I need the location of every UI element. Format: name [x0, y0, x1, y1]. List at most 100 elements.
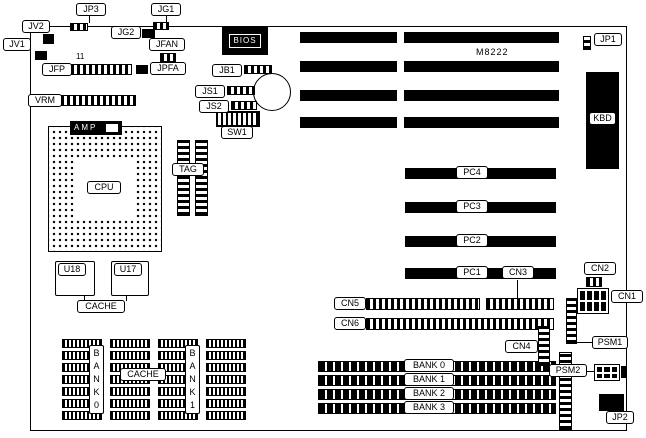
jpfa-header [136, 65, 148, 74]
pin [601, 291, 606, 300]
cache-chip [110, 387, 150, 396]
label-psm1: PSM1 [592, 336, 628, 349]
label-jpfa: JPFA [150, 62, 186, 75]
cache-chip [62, 339, 102, 348]
label-pc2: PC2 [456, 234, 488, 247]
label-psm2: PSM2 [549, 364, 587, 377]
label-js1: JS1 [195, 85, 225, 98]
cache-chip [62, 411, 102, 420]
label-bank1-vertical: B A N K 1 [185, 345, 200, 414]
amp-notch [106, 124, 118, 132]
label-u17: U17 [114, 263, 142, 276]
cache-chip [110, 339, 150, 348]
isa-slot-segment [404, 90, 559, 101]
cache-chip [206, 375, 246, 384]
label-cn4: CN4 [505, 340, 538, 353]
jb1-header [244, 65, 272, 74]
cn2-header [586, 277, 602, 287]
pin [587, 291, 592, 300]
battery [253, 73, 291, 111]
leader-line-psm1 [577, 342, 592, 343]
cn3-header [486, 298, 554, 310]
label-bank1: BANK 1 [404, 373, 454, 386]
pin [587, 302, 592, 311]
pin1-number: 11 [76, 52, 85, 61]
leader-line-cache [84, 296, 85, 301]
jv2-header [43, 34, 54, 44]
jg2-header [142, 29, 155, 38]
label-jp2: JP2 [606, 411, 634, 424]
label-pc1: PC1 [456, 266, 488, 279]
label-bank0-vertical: B A N K 0 [89, 345, 104, 414]
label-cn2: CN2 [584, 262, 616, 275]
jg1-header [153, 22, 169, 30]
leader-line-jg1 [166, 16, 167, 22]
cache-chip [110, 411, 150, 420]
label-pc3: PC3 [456, 200, 488, 213]
isa-slot-segment [300, 90, 397, 101]
pin [611, 373, 617, 378]
pin [597, 373, 603, 378]
pin [580, 291, 585, 300]
isa-slot-segment [300, 117, 397, 128]
board-model: M8222 [476, 47, 509, 57]
js2-header [231, 101, 257, 110]
tag-chip [177, 140, 190, 216]
jfp-header [70, 64, 132, 75]
label-jp1: JP1 [594, 33, 622, 46]
label-cpu: CPU [87, 181, 121, 194]
cache-chip-array-bank1 [158, 339, 246, 420]
label-cn1: CN1 [611, 290, 643, 303]
label-u18: U18 [58, 263, 86, 276]
leader-line-psm2 [587, 371, 594, 372]
label-js2: JS2 [199, 100, 229, 113]
leader-line-cn3 [517, 280, 518, 298]
isa-slot-segment [404, 117, 559, 128]
cache-chip [158, 339, 198, 348]
label-jb1: JB1 [212, 64, 242, 77]
isa-slot-segment [404, 32, 559, 43]
isa-slot-segment [300, 61, 397, 72]
label-jfp: JFP [42, 63, 72, 76]
label-kbd: KBD [589, 112, 616, 125]
bios-chip: BIOS [222, 27, 268, 55]
label-cn3: CN3 [502, 266, 534, 279]
label-jfan: JFAN [149, 38, 185, 51]
isa-slot-segment [300, 32, 397, 43]
jv1-header [35, 51, 47, 60]
pin [601, 302, 606, 311]
vrm-connector [60, 95, 136, 106]
cache-chip [206, 411, 246, 420]
tag-chip [195, 140, 208, 216]
label-jg1: JG1 [151, 3, 181, 16]
psm2-pin-block [621, 366, 627, 378]
sw1-dip-switch [216, 111, 260, 127]
cache-chip [206, 339, 246, 348]
cn1-header [577, 288, 609, 314]
isa-slot-segment [404, 61, 559, 72]
pin [580, 302, 585, 311]
label-vrm: VRM [28, 94, 62, 107]
jfan-header [160, 53, 176, 62]
label-bank2: BANK 2 [404, 387, 454, 400]
pin [604, 373, 610, 378]
cn4-header [538, 326, 550, 366]
cache-chip [206, 387, 246, 396]
cache-chip [110, 351, 150, 360]
label-sw1: SW1 [221, 126, 253, 139]
label-jv2: JV2 [22, 20, 50, 33]
jp2-component [599, 394, 624, 411]
label-tag: TAG [172, 163, 204, 176]
cache-chip [206, 351, 246, 360]
label-cn5: CN5 [334, 297, 366, 310]
cache-chip [158, 411, 198, 420]
label-bank0: BANK 0 [404, 359, 454, 372]
label-cn6: CN6 [334, 317, 366, 330]
label-jv1: JV1 [3, 38, 31, 51]
psm2-header [594, 364, 620, 381]
pin [611, 367, 617, 372]
label-cache-sram: CACHE [77, 300, 125, 313]
leader-line-cache [126, 296, 127, 301]
leader-line-jp3 [89, 16, 90, 23]
